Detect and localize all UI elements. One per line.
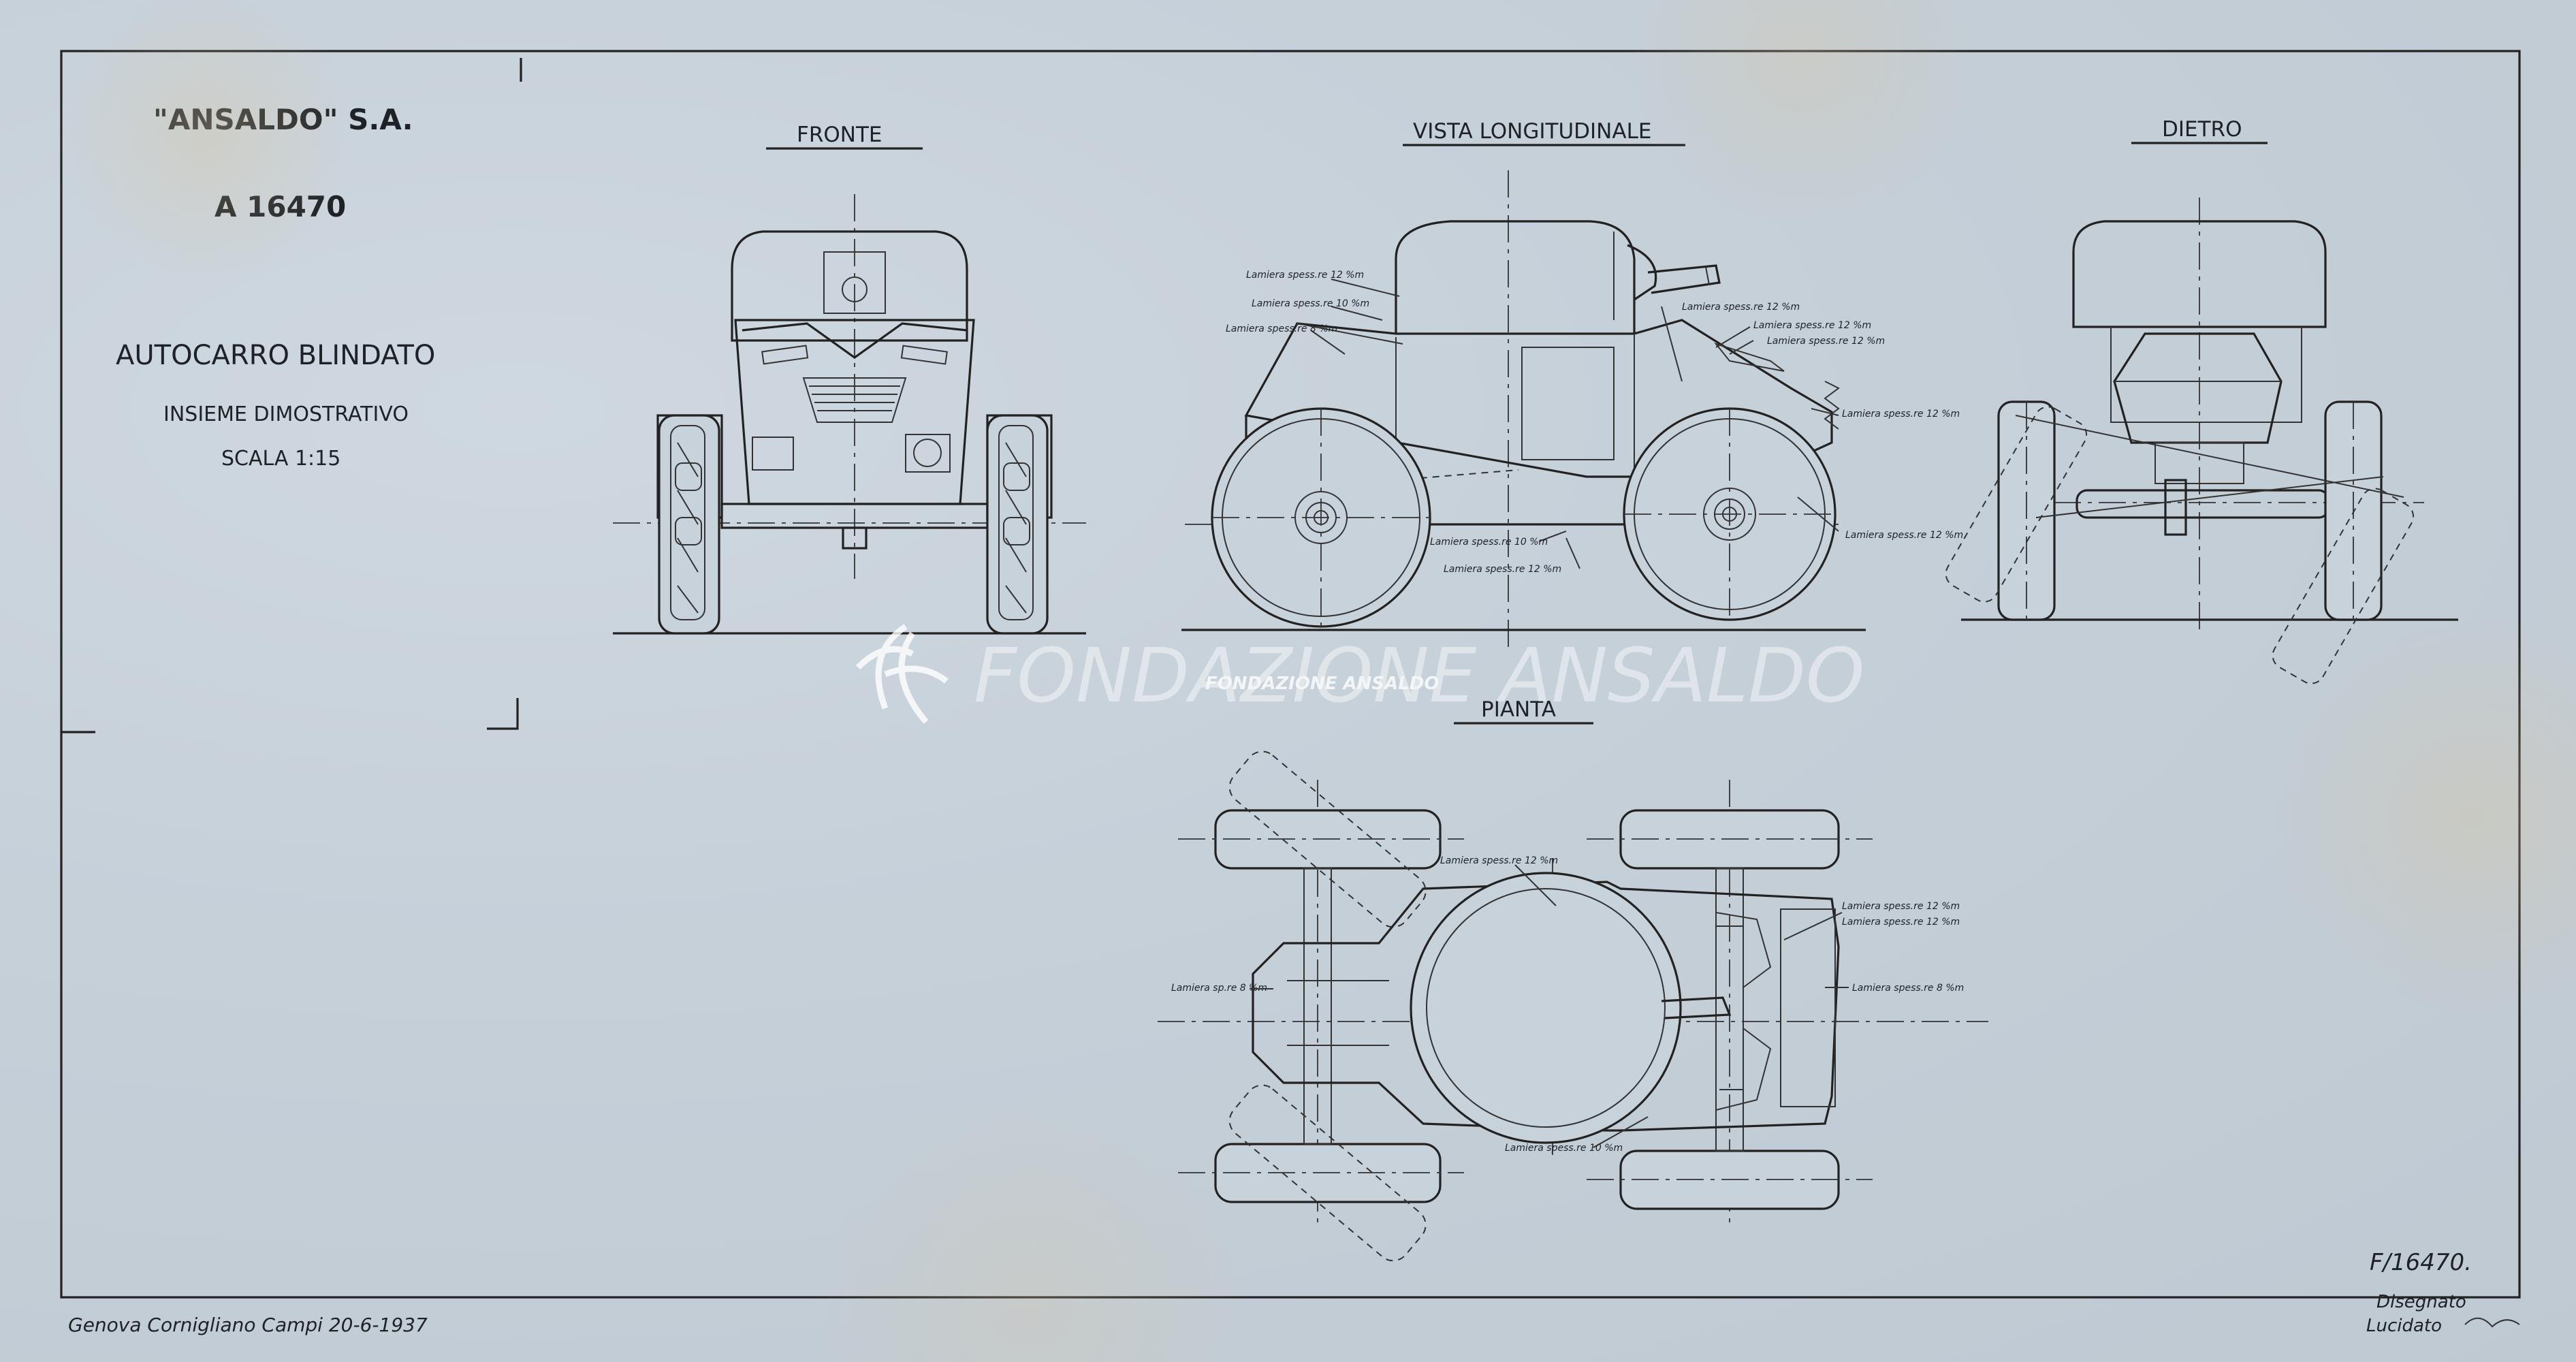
corner-mark <box>487 698 519 730</box>
rear-view <box>1945 197 2458 684</box>
traced-label: Lucidato <box>2366 1316 2442 1336</box>
watermark-small: FONDAZIONE ANSALDO <box>1205 674 1440 694</box>
plan-annotation: Lamiera sp.re 8 %m <box>1171 983 1267 994</box>
plan-annotation: Lamiera spess.re 8 %m <box>1852 983 1964 994</box>
drawing-subtitle: INSIEME DIMOSTRATIVO <box>163 402 409 426</box>
view-title-rear: DIETRO <box>2162 117 2242 142</box>
view-title-front: FRONTE <box>797 123 882 147</box>
side-annotation: Lamiera spess.re 12 %m <box>1753 320 1871 331</box>
side-view: Lamiera spess.re 12 %m Lamiera spess.re … <box>1181 170 1963 654</box>
drawn-label: Disegnato <box>2376 1292 2466 1312</box>
plan-annotation: Lamiera spess.re 12 %m <box>1842 901 1960 912</box>
view-title-plan: PIANTA <box>1481 697 1556 722</box>
side-annotation: Lamiera spess.re 12 %m <box>1444 564 1561 575</box>
side-annotation: Lamiera spess.re 12 %m <box>1682 302 1800 313</box>
plan-annotation: Lamiera spess.re 10 %m <box>1505 1143 1623 1154</box>
watermark-large: FONDAZIONE ANSALDO <box>974 632 1864 719</box>
fondazione-logo-icon <box>855 624 949 724</box>
side-annotation: Lamiera spess.re 12 %m <box>1845 530 1963 541</box>
signature-mark <box>2464 1317 2520 1328</box>
side-annotation: Lamiera spess.re 12 %m <box>1246 270 1364 281</box>
company-name: "ANSALDO" S.A. <box>153 103 413 136</box>
side-annotation: Lamiera spess.re 12 %m <box>1767 336 1885 347</box>
sheet-border <box>60 50 2521 1299</box>
watermark: FONDAZIONE ANSALDO FONDAZIONE ANSALDO <box>855 624 1864 724</box>
side-annotation: Lamiera spess.re 10 %m <box>1430 537 1548 548</box>
drawing-scale: SCALA 1:15 <box>221 447 340 471</box>
plan-annotation: Lamiera spess.re 12 %m <box>1440 855 1558 866</box>
sheet-reference: F/16470. <box>2370 1249 2472 1276</box>
side-annotation: Lamiera spess.re 12 %m <box>1842 409 1960 419</box>
plan-view: Lamiera spess.re 12 %m Lamiera spess.re … <box>1158 750 1988 1262</box>
side-annotation: Lamiera spess.re 8 %m <box>1226 323 1337 334</box>
front-view <box>613 194 1086 635</box>
place-date: Genova Cornigliano Campi 20-6-1937 <box>68 1314 428 1336</box>
side-annotation: Lamiera spess.re 10 %m <box>1252 298 1369 309</box>
view-title-side: VISTA LONGITUDINALE <box>1413 119 1651 144</box>
plan-annotation: Lamiera spess.re 12 %m <box>1842 917 1960 928</box>
drawing-number: A 16470 <box>214 190 346 223</box>
drawing-title: AUTOCARRO BLINDATO <box>116 340 435 371</box>
